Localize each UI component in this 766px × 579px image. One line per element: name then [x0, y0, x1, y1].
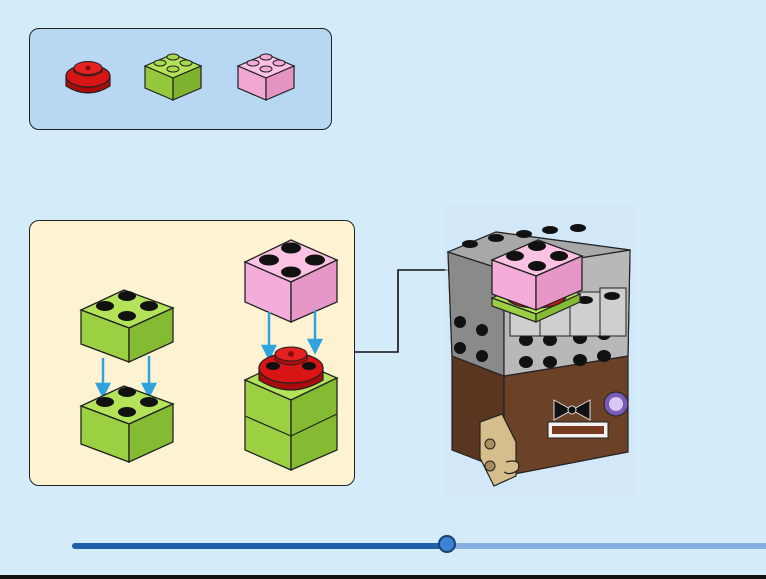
- pink-brick: [245, 240, 337, 322]
- sub-assembly-diagram: [29, 220, 355, 486]
- green-brick-2x2-icon: [141, 44, 205, 102]
- model-assembly-icon: [440, 200, 640, 500]
- red-round-plate-icon: [62, 58, 114, 102]
- progress-fill: [72, 543, 447, 549]
- green-brick-bottom: [81, 386, 173, 462]
- pink-brick-2x2-icon: [234, 44, 298, 102]
- bottom-divider: [0, 575, 766, 579]
- green-brick-top: [81, 290, 173, 362]
- progress-slider-handle[interactable]: [438, 535, 456, 553]
